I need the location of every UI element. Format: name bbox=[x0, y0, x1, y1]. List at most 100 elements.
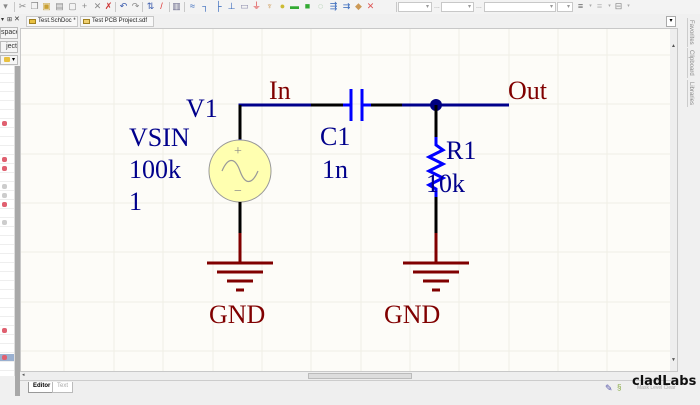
tree-item[interactable] bbox=[0, 237, 14, 245]
signal-harness-icon[interactable]: ⇉ bbox=[342, 1, 351, 11]
mask-icon[interactable]: ✎ bbox=[605, 383, 613, 393]
tree-item[interactable] bbox=[0, 228, 14, 236]
view-selector[interactable]: ▾ bbox=[0, 55, 18, 65]
filter-icon[interactable]: § bbox=[617, 383, 622, 392]
tree-item[interactable] bbox=[0, 309, 14, 317]
deselect-icon[interactable]: ✕ bbox=[93, 1, 102, 11]
tree-item[interactable] bbox=[0, 327, 14, 335]
tree-item[interactable] bbox=[0, 165, 14, 173]
tree-item[interactable] bbox=[0, 129, 14, 137]
paste-icon[interactable]: ▣ bbox=[42, 1, 51, 11]
scroll-left-icon[interactable]: ◂ bbox=[22, 372, 25, 378]
highlight-icon[interactable]: / bbox=[160, 1, 163, 11]
tree-item[interactable] bbox=[0, 174, 14, 182]
line-style-icon[interactable]: ≡ bbox=[596, 1, 603, 11]
cut-icon[interactable]: ✂ bbox=[18, 1, 27, 11]
tree-item[interactable] bbox=[0, 201, 14, 209]
clear-filter-icon[interactable]: ✗ bbox=[104, 1, 113, 11]
net-label-out[interactable]: Out bbox=[508, 76, 548, 105]
tree-item[interactable] bbox=[0, 147, 14, 155]
part-icon[interactable]: ♆ bbox=[266, 1, 273, 11]
sheet-symbol-icon[interactable]: ● bbox=[279, 1, 286, 11]
select-rect-icon[interactable]: ▢ bbox=[68, 1, 77, 11]
close-icon[interactable]: ✕ bbox=[14, 16, 20, 23]
left-panel-scrollbar[interactable] bbox=[15, 66, 20, 396]
toolbar-combo-4[interactable]: ▾ bbox=[557, 2, 573, 12]
tree-item[interactable] bbox=[0, 192, 14, 200]
parameter-icon[interactable]: ◆ bbox=[355, 1, 362, 11]
line-width-icon[interactable]: ≡ bbox=[577, 1, 584, 11]
bus-entry-icon[interactable]: ├ bbox=[215, 1, 222, 11]
tree-item[interactable] bbox=[0, 246, 14, 254]
tree-item[interactable] bbox=[0, 138, 14, 146]
tree-item[interactable] bbox=[0, 264, 14, 272]
tree-item[interactable] bbox=[0, 102, 14, 110]
tree-item[interactable] bbox=[0, 354, 14, 362]
panel-tab-clipboard[interactable]: Clipboard bbox=[687, 48, 694, 78]
mask-level-status[interactable]: Mask Level Clear bbox=[637, 385, 676, 391]
tree-item[interactable] bbox=[0, 120, 14, 128]
scroll-down-icon[interactable]: ▼ bbox=[671, 357, 676, 363]
tree-item[interactable] bbox=[0, 183, 14, 191]
power-port-icon[interactable]: ▭ bbox=[240, 1, 249, 11]
browse-icon[interactable]: ▥ bbox=[172, 1, 181, 11]
tab-list-menu-button[interactable]: ▾ bbox=[666, 16, 676, 27]
pin-icon[interactable]: ⊞ bbox=[7, 17, 13, 23]
redo-icon[interactable]: ↷ bbox=[131, 1, 140, 11]
dropdown-icon[interactable]: ▾ bbox=[3, 1, 8, 11]
project-button[interactable]: ject bbox=[0, 41, 18, 53]
tree-item[interactable] bbox=[0, 300, 14, 308]
tab-text[interactable]: Text bbox=[52, 382, 74, 393]
undo-icon[interactable]: ↶ bbox=[119, 1, 128, 11]
tree-item[interactable] bbox=[0, 291, 14, 299]
panel-tab-libraries[interactable]: Libraries bbox=[687, 80, 694, 108]
no-erc-icon[interactable]: ✕ bbox=[366, 1, 375, 11]
tree-item[interactable] bbox=[0, 156, 14, 164]
scroll-thumb[interactable] bbox=[308, 373, 412, 379]
cross-probe-icon[interactable]: ⇅ bbox=[146, 1, 155, 11]
r1-zigzag[interactable] bbox=[425, 137, 447, 197]
tree-item[interactable] bbox=[0, 84, 14, 92]
tree-item[interactable] bbox=[0, 282, 14, 290]
panel-tab-favorites[interactable]: Favorites bbox=[687, 18, 694, 47]
port-icon[interactable]: ■ bbox=[304, 1, 311, 11]
toolbar-combo-1[interactable]: ▾ bbox=[398, 2, 432, 12]
gnd-port-icon[interactable]: ⏚ bbox=[252, 1, 262, 11]
tree-item[interactable] bbox=[0, 363, 14, 371]
tree-item[interactable] bbox=[0, 345, 14, 353]
move-icon[interactable]: + bbox=[81, 1, 88, 11]
tab-test-schdoc[interactable]: Test.SchDoc * bbox=[26, 16, 78, 27]
tree-item[interactable] bbox=[0, 66, 14, 74]
toolbar-combo-3[interactable]: ▾ bbox=[484, 2, 556, 12]
harness-icon[interactable]: ⇶ bbox=[329, 1, 338, 11]
copy-icon[interactable]: ❐ bbox=[30, 1, 39, 11]
align-icon[interactable]: ⊟ bbox=[614, 1, 623, 11]
wire-icon[interactable]: ≈ bbox=[190, 1, 195, 11]
horizontal-scrollbar[interactable]: ◂ bbox=[20, 372, 678, 381]
tree-item[interactable] bbox=[0, 219, 14, 227]
net-label-icon[interactable]: ⊥ bbox=[227, 1, 236, 11]
scroll-up-icon[interactable]: ▲ bbox=[671, 43, 676, 49]
directive-icon[interactable]: ◌ bbox=[317, 1, 324, 11]
paste-array-icon[interactable]: ▤ bbox=[55, 1, 64, 11]
tree-item[interactable] bbox=[0, 111, 14, 119]
tree-item[interactable] bbox=[0, 75, 14, 83]
chevron-down-icon[interactable]: ▾ bbox=[1, 17, 5, 23]
workspace-button[interactable]: space bbox=[0, 27, 18, 39]
tree-item[interactable] bbox=[0, 255, 14, 263]
tree-item[interactable] bbox=[0, 273, 14, 281]
chevron-down-icon[interactable]: ▾ bbox=[608, 3, 611, 9]
tree-item[interactable] bbox=[0, 336, 14, 344]
sheet-entry-icon[interactable]: ▬ bbox=[290, 1, 299, 11]
vertical-scrollbar[interactable]: ▲ ▼ bbox=[670, 29, 677, 371]
net-label-in[interactable]: In bbox=[269, 76, 291, 105]
toolbar-combo-2[interactable]: ▾ bbox=[441, 2, 474, 12]
chevron-down-icon[interactable]: ▾ bbox=[589, 3, 592, 9]
bus-icon[interactable]: ┐ bbox=[202, 1, 209, 11]
tree-item[interactable] bbox=[0, 93, 14, 101]
chevron-down-icon[interactable]: ▾ bbox=[627, 3, 630, 9]
tree-item[interactable] bbox=[0, 318, 14, 326]
tree-item[interactable] bbox=[0, 210, 14, 218]
schematic-canvas[interactable]: + − V1 VSIN 100k 1 In Out C1 bbox=[20, 28, 678, 372]
tab-test-pcb-project[interactable]: Test PCB Project.sdf bbox=[80, 16, 154, 27]
